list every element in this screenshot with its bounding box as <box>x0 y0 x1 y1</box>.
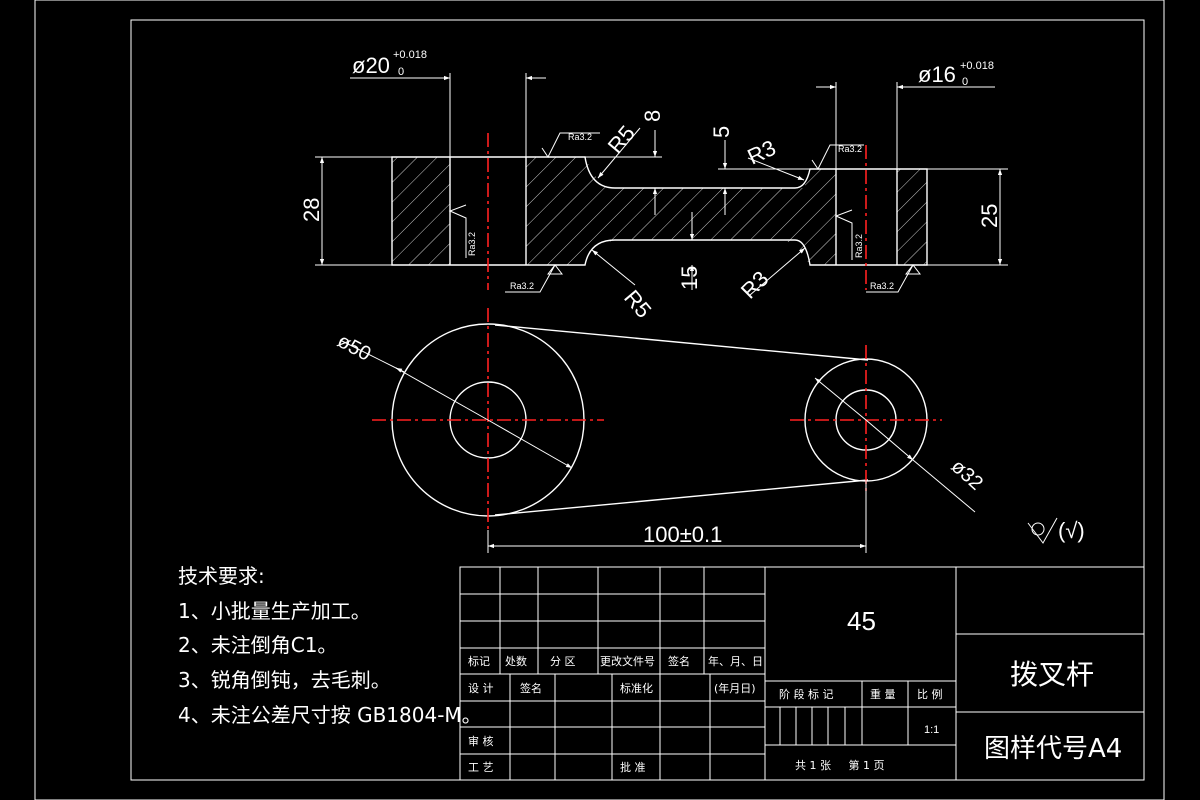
standardization-label: 标准化 <box>620 681 653 695</box>
dim-dia16-tol-lower: 0 <box>962 76 968 88</box>
notes-item-4: 4、未注公差尺寸按 GB1804-M。 <box>178 703 482 727</box>
dim-dia20: ø20 <box>352 53 390 78</box>
notes-item-3: 3、锐角倒钝，去毛刺。 <box>178 668 391 692</box>
sheet-info: 共 1 张 第 1 页 <box>795 758 884 772</box>
stage-header: 阶 段 标 记 <box>779 687 834 701</box>
dim-r5-top: R5 <box>603 121 640 159</box>
svg-text:Ra3.2: Ra3.2 <box>870 281 894 291</box>
svg-text:Ra3.2: Ra3.2 <box>510 281 534 291</box>
roughness-bore-right: Ra3.2 <box>834 209 864 260</box>
approve-label: 批 准 <box>620 760 646 774</box>
outer-border <box>34 0 1165 800</box>
svg-text:Ra3.2: Ra3.2 <box>467 232 477 256</box>
process-label: 工 艺 <box>468 761 494 774</box>
dim-dia50: ø50 <box>334 330 375 366</box>
part-name: 拨叉杆 <box>1010 658 1094 691</box>
notes-title: 技术要求: <box>178 564 265 588</box>
general-roughness-symbol: (√) <box>1027 517 1085 544</box>
svg-text:Ra3.2: Ra3.2 <box>854 234 864 258</box>
dim-28: 28 <box>299 198 324 222</box>
title-block: 标记 处数 分 区 更改文件号 签名 年、月、日 设 计 签名 标准化 (年月日… <box>459 566 1145 781</box>
dim-25: 25 <box>977 204 1002 228</box>
header-date: 年、月、日 <box>708 654 763 668</box>
notes-item-2: 2、未注倒角C1。 <box>178 633 337 657</box>
header-count: 处数 <box>505 655 527 668</box>
notes-item-1: 1、小批量生产加工。 <box>178 599 371 623</box>
dim-5: 5 <box>709 126 734 138</box>
dim-dia16: ø16 <box>918 62 956 87</box>
weight-header: 重 量 <box>870 687 896 701</box>
dim-dia20-tol-upper: +0.018 <box>393 49 427 61</box>
signature-label: 签名 <box>520 681 542 695</box>
arm-edge-bottom <box>494 479 869 516</box>
plan-view: ø50 ø32 100±0.1 (√) <box>334 308 1085 553</box>
svg-text:Ra3.2: Ra3.2 <box>568 132 592 142</box>
arm-edge-top <box>494 324 869 361</box>
dim-dia20-tol-lower: 0 <box>398 66 404 78</box>
dim-dia16-tol-upper: +0.018 <box>960 60 994 72</box>
dim-r3-bottom: R3 <box>736 266 774 304</box>
svg-text:(√): (√) <box>1058 518 1085 543</box>
dim-r5-bottom: R5 <box>619 285 656 323</box>
section-view: ø20 +0.018 0 ø16 +0.018 0 28 25 8 <box>299 49 1008 323</box>
svg-text:Ra3.2: Ra3.2 <box>838 144 862 154</box>
scale-header: 比 例 <box>917 687 943 701</box>
technical-notes: 技术要求: 1、小批量生产加工。 2、未注倒角C1。 3、锐角倒钝，去毛刺。 4… <box>178 564 482 727</box>
header-signature: 签名 <box>668 654 690 668</box>
date-label: (年月日) <box>714 681 756 695</box>
roughness-bottom-left: Ra3.2 <box>505 264 564 293</box>
section-hatch <box>392 157 927 265</box>
dim-8: 8 <box>640 110 665 122</box>
roughness-top-left: Ra3.2 <box>541 132 600 158</box>
header-zone: 分 区 <box>550 655 576 668</box>
dim-dia32: ø32 <box>947 455 987 494</box>
header-mark: 标记 <box>468 654 490 668</box>
review-label: 审 核 <box>468 734 494 748</box>
roughness-bottom-right: Ra3.2 <box>866 264 922 293</box>
scale-value: 1:1 <box>924 724 939 736</box>
drawing-code: 图样代号A4 <box>984 734 1122 764</box>
header-change-doc: 更改文件号 <box>600 654 655 668</box>
design-label: 设 计 <box>468 682 494 695</box>
dim-r3-top: R3 <box>744 135 780 170</box>
dim-center-distance: 100±0.1 <box>643 522 722 547</box>
roughness-top-right: Ra3.2 <box>811 144 864 170</box>
dim-15: 15 <box>677 266 702 290</box>
roughness-bore-left: Ra3.2 <box>448 204 477 258</box>
material: 45 <box>847 606 876 636</box>
